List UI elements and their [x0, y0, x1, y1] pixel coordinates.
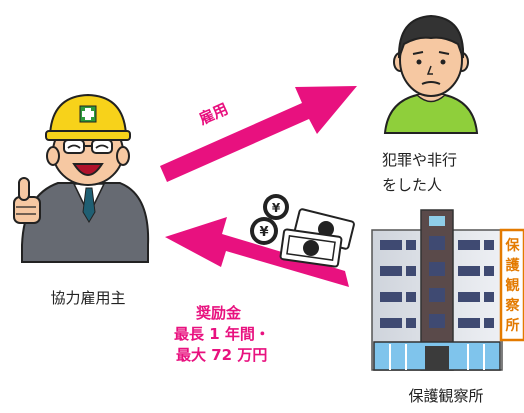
offender-label-line-1: 犯罪や非行 — [382, 151, 457, 169]
employer-mouth — [72, 163, 104, 176]
building-windows — [380, 236, 494, 328]
coin-top: ¥ — [263, 194, 289, 220]
incentive-arrow-shape — [165, 217, 349, 287]
sign-char-1: 保 — [505, 237, 521, 254]
money-icon: ¥ ¥ — [250, 194, 355, 268]
hire-arrow-shape — [160, 86, 357, 182]
incentive-line-1: 奨励金 — [196, 304, 242, 322]
office-sign: 保 護 観 察 所 — [499, 228, 524, 342]
building-entrance — [425, 346, 449, 370]
hire-arrow-label: 雇用 — [196, 100, 231, 129]
employer-label: 協力雇用主 — [50, 289, 125, 307]
employer-tie — [82, 187, 96, 223]
thumbs-up-hand — [13, 177, 41, 224]
svg-text:¥: ¥ — [272, 201, 281, 215]
incentive-arrow: 奨励金 最長 1 年間・ 最大 72 万円 — [165, 217, 349, 364]
offender-mouth — [421, 81, 441, 85]
sign-char-4: 察 — [506, 297, 521, 314]
hard-hat-icon — [45, 93, 131, 141]
offender-hair — [397, 14, 465, 59]
banknote-front — [279, 228, 343, 268]
offender-illustration — [383, 14, 479, 134]
offender-label: 犯罪や非行 をした人 — [382, 151, 457, 194]
incentive-line-3: 最大 72 万円 — [176, 346, 267, 364]
office-building-illustration: 保 護 観 察 所 — [371, 209, 524, 371]
incentive-line-2: 最長 1 年間・ — [174, 325, 270, 343]
hire-arrow: 雇用 — [160, 86, 357, 182]
offender-label-line-2: をした人 — [382, 176, 442, 194]
coin-bottom: ¥ — [250, 217, 278, 245]
office-label: 保護観察所 — [408, 387, 483, 405]
sign-char-3: 観 — [506, 277, 520, 294]
sign-char-2: 護 — [506, 257, 521, 274]
svg-text:¥: ¥ — [259, 225, 268, 240]
incentive-label: 奨励金 最長 1 年間・ 最大 72 万円 — [174, 304, 270, 364]
sign-char-5: 所 — [506, 317, 520, 334]
employer-illustration — [13, 93, 150, 263]
